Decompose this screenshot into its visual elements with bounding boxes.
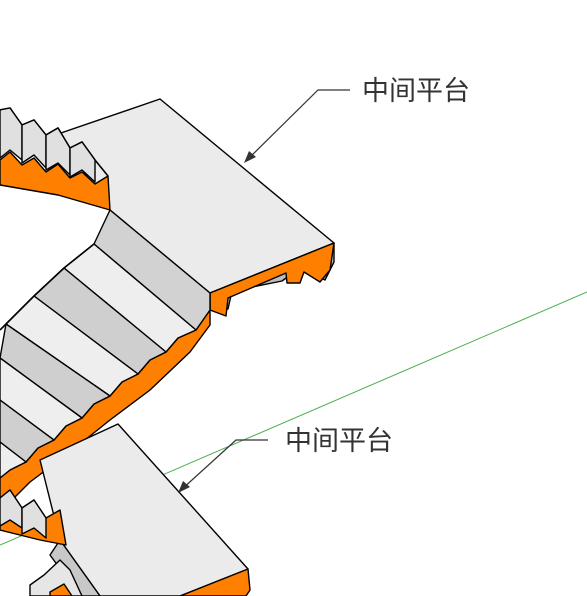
lower-landing-label: 中间平台: [285, 426, 393, 457]
lower-label-group: 中间平台: [178, 426, 393, 493]
lower-landing-section: [179, 568, 251, 596]
upper-label-group: 中间平台: [244, 76, 470, 163]
lower-flight: [0, 489, 83, 596]
lower-leader-line: [180, 439, 268, 491]
lower-landing-front: [49, 539, 101, 596]
upper-flight-left: [0, 107, 111, 211]
lower-landing: [39, 423, 251, 596]
upper-leader-line: [246, 89, 350, 161]
upper-landing: [57, 98, 335, 317]
upper-landing-section: [209, 242, 335, 317]
upper-landing-label: 中间平台: [362, 76, 470, 107]
upper-flight-left-side: [0, 151, 111, 211]
upper-leader-arrow: [244, 151, 256, 163]
lower-leader-arrow: [178, 481, 190, 493]
